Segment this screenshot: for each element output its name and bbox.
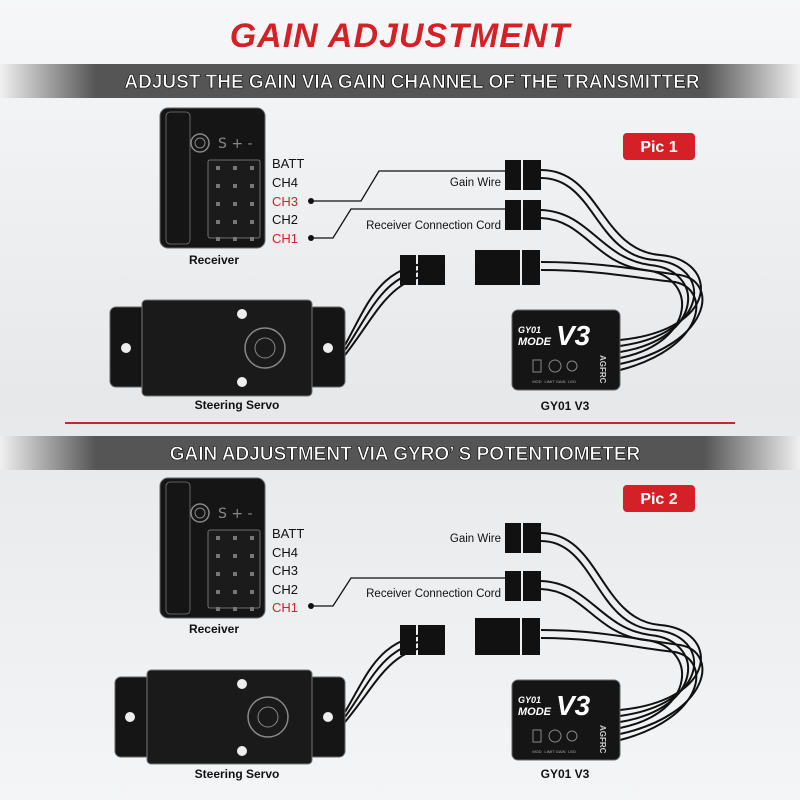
channel-ch4: CH4: [272, 175, 298, 190]
gyro-cables: [344, 169, 704, 371]
gain-wire-connector: [505, 160, 541, 190]
steering-servo-icon: [114, 669, 346, 765]
banner-2: GAIN ADJUSTMENT VIA GYRO’ S POTENTIOMETE…: [170, 444, 641, 465]
cord-line: [311, 577, 505, 607]
receiver-cord-connector: [505, 200, 541, 230]
gyro-label: GY01 V3: [541, 767, 590, 781]
channel-ch3: CH3: [272, 194, 298, 209]
svg-text:GY01: GY01: [518, 695, 541, 705]
gyro-icon: GY01 MODE V3 AGFRC MOD LIMIT GAIN LED: [511, 309, 621, 391]
channel-ch4: CH4: [272, 545, 298, 560]
receiver-pins: [216, 536, 254, 611]
channel-batt: BATT: [272, 156, 304, 171]
channel-ch2: CH2: [272, 212, 298, 227]
channel-batt: BATT: [272, 526, 304, 541]
gyro-icon: GY01 MODE V3 AGFRC MOD LIMIT GAIN LED: [511, 679, 621, 761]
svg-text:LED: LED: [568, 749, 576, 754]
receiver-icon: [159, 477, 266, 619]
cord-label: Receiver Connection Cord: [366, 220, 501, 232]
svg-text:MODE: MODE: [518, 706, 552, 718]
svg-text:LIMIT GAIN: LIMIT GAIN: [544, 749, 565, 754]
gain-wire-connector: [505, 523, 541, 553]
gain-wire-label: Gain Wire: [450, 177, 501, 189]
svg-text:MOD: MOD: [532, 379, 541, 384]
banner-1: ADJUST THE GAIN VIA GAIN CHANNEL OF THE …: [124, 72, 700, 93]
svg-text:AGFRC: AGFRC: [598, 725, 607, 754]
channel-ch1: CH1: [272, 231, 298, 246]
banner-2-bg: [0, 436, 800, 470]
svg-text:LIMIT GAIN: LIMIT GAIN: [544, 379, 565, 384]
svg-text:AGFRC: AGFRC: [598, 355, 607, 384]
svg-text:V3: V3: [556, 320, 591, 351]
panel-2: Pic 2 BATT CH4 CH3 CH2 CH1 Receiver Gain…: [114, 477, 704, 781]
cord-label: Receiver Connection Cord: [366, 588, 501, 600]
cord-line: [311, 208, 505, 239]
page-title: GAIN ADJUSTMENT: [230, 17, 573, 55]
receiver-label: Receiver: [189, 253, 239, 267]
svg-text:LED: LED: [568, 379, 576, 384]
svg-text:V3: V3: [556, 690, 591, 721]
steering-servo-icon: [109, 299, 346, 397]
receiver-label: Receiver: [189, 622, 239, 636]
channel-ch3: CH3: [272, 563, 298, 578]
banner-1-bg: [0, 64, 800, 98]
svg-text:GY01: GY01: [518, 325, 541, 335]
pic-badge-label: Pic 1: [640, 139, 677, 156]
svg-text:MODE: MODE: [518, 336, 552, 348]
gain-wire-line: [311, 170, 505, 202]
pic-badge: [623, 133, 695, 160]
servo-label: Steering Servo: [195, 398, 280, 412]
pic-badge: [623, 485, 695, 512]
gyro-label: GY01 V3: [541, 399, 590, 413]
receiver-cord-connector: [505, 571, 541, 601]
channel-ch1: CH1: [272, 600, 298, 615]
pic-badge-label: Pic 2: [640, 491, 677, 508]
servo-label: Steering Servo: [195, 767, 280, 781]
receiver-icon: [159, 107, 266, 249]
receiver-pins: [216, 166, 254, 241]
gain-wire-label: Gain Wire: [450, 533, 501, 545]
svg-text:MOD: MOD: [532, 749, 541, 754]
channel-ch2: CH2: [272, 582, 298, 597]
panel-1: Pic 1 BATT CH4 CH3 CH2 CH1 Receiver Gain…: [109, 107, 704, 413]
